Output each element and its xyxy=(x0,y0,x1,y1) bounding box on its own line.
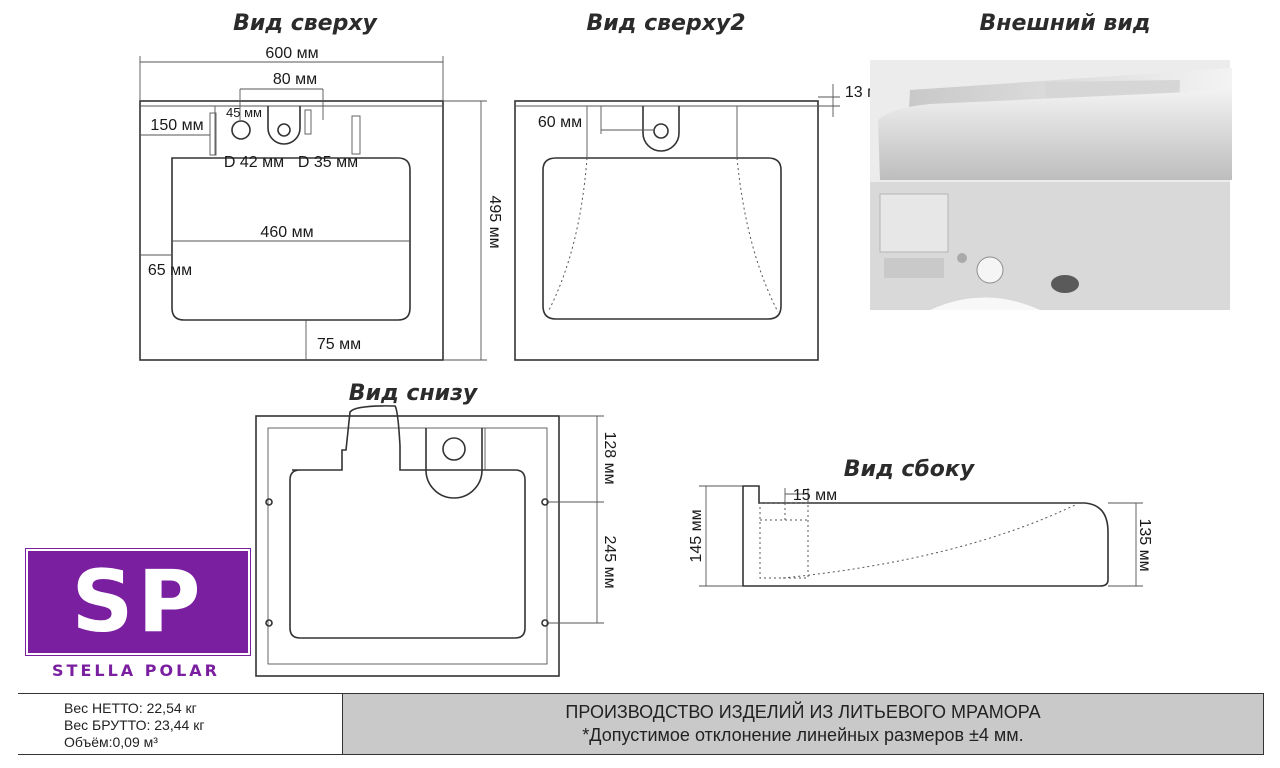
top2-view-outline xyxy=(514,100,819,361)
bottom-view-outline xyxy=(255,415,560,677)
dim-back-height: 145 мм xyxy=(688,509,705,562)
dim-width: 600 мм xyxy=(265,45,318,62)
dim-side-margin: 65 мм xyxy=(148,262,192,279)
brand-logo-box: SP xyxy=(26,549,250,655)
dim-hole-large: D 35 мм xyxy=(298,154,358,171)
brand-name: STELLA POLAR xyxy=(52,661,220,680)
spec-gross-weight: Вес БРУТТО: 23,44 кг xyxy=(64,717,205,733)
brand-logo: SP STELLA POLAR xyxy=(26,549,250,680)
side-view: Вид сбоку 15 мм 145 мм 135 мм xyxy=(688,457,1153,587)
top-view-outline xyxy=(139,100,444,361)
dim-mount-spacing: 245 мм xyxy=(601,535,618,588)
bottom-view: Вид снизу 128 мм 245 мм xyxy=(255,381,618,677)
dim-depth: 495 мм xyxy=(486,195,503,248)
top-view: Вид сверху 600 мм 80 мм 45 мм 150 мм D 4… xyxy=(139,11,503,361)
dim-bowl-width: 460 мм xyxy=(260,224,313,241)
dim-spacing: 80 мм xyxy=(273,71,317,88)
top-view-title: Вид сверху xyxy=(233,11,378,36)
dim-offset2: 60 мм xyxy=(538,114,582,131)
exterior-view-title: Внешний вид xyxy=(979,11,1150,36)
dim-upper-height: 128 мм xyxy=(601,431,618,484)
banner-line-1: ПРОИЗВОДСТВО ИЗДЕЛИЙ ИЗ ЛИТЬЕВОГО МРАМОР… xyxy=(565,702,1041,722)
banner-line-2: *Допустимое отклонение линейных размеров… xyxy=(582,725,1024,745)
title-block: Вес НЕТТО: 22,54 кг Вес БРУТТО: 23,44 кг… xyxy=(18,693,1264,755)
bottom-view-bowl xyxy=(289,405,526,639)
spec-volume: Объём:0,09 м³ xyxy=(64,734,158,750)
top-view-bowl xyxy=(171,157,411,321)
brand-mark: SP xyxy=(71,552,205,652)
dim-hole-small: D 42 мм xyxy=(224,154,284,171)
dim-front-height: 135 мм xyxy=(1136,518,1153,571)
top2-view-bowl xyxy=(542,157,782,320)
manufacturer-banner: ПРОИЗВОДСТВО ИЗДЕЛИЙ ИЗ ЛИТЬЕВОГО МРАМОР… xyxy=(343,694,1263,754)
side-view-profile xyxy=(742,485,1109,587)
spec-net-weight: Вес НЕТТО: 22,54 кг xyxy=(64,700,197,716)
bottom-view-title: Вид снизу xyxy=(349,381,479,406)
top2-view-title: Вид сверху2 xyxy=(586,11,745,36)
side-view-title: Вид сбоку xyxy=(844,457,976,482)
dim-left-edge: 150 мм xyxy=(150,117,203,134)
top-view-hole-small xyxy=(231,120,251,140)
exterior-view: Внешний вид xyxy=(870,11,1232,310)
top2-view: Вид сверху2 60 мм 13 мм xyxy=(514,11,889,361)
dim-front-margin: 75 мм xyxy=(317,336,361,353)
top-view-hole-large xyxy=(277,123,291,137)
dim-wall: 15 мм xyxy=(793,487,837,504)
product-specs: Вес НЕТТО: 22,54 кг Вес БРУТТО: 23,44 кг… xyxy=(18,694,343,754)
dim-offset: 45 мм xyxy=(226,105,262,120)
